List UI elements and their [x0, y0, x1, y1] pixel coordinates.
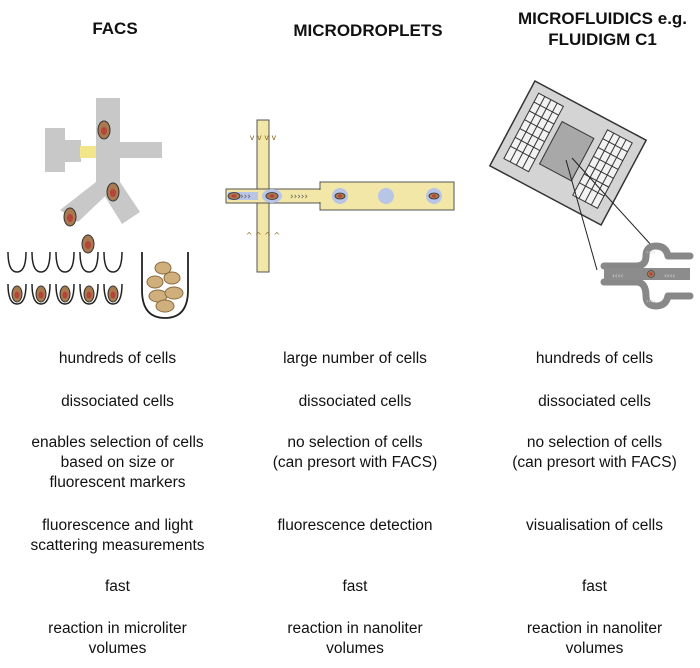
facs-illustration — [7, 98, 189, 319]
well — [79, 251, 99, 273]
flow-arrows-right: ››››› — [290, 192, 308, 202]
detector-arm — [120, 142, 162, 158]
microdroplets-title: MICRODROPLETS — [293, 21, 443, 40]
microfluidics-selection: no selection of cells (can presort with … — [512, 434, 677, 471]
microdroplets-sample-type: dissociated cells — [298, 393, 412, 410]
microdroplets-reaction-volume: reaction in nanoliter volumes — [287, 620, 423, 657]
falling-cell — [81, 234, 95, 254]
methods-illustrations: v v v v ^ ^ ^ ^ ››››› ››› — [7, 80, 694, 319]
microfluidics-speed: fast — [582, 578, 607, 595]
well-with-cell — [31, 283, 51, 305]
facs-speed: fast — [105, 578, 130, 595]
droplet-with-cell — [262, 189, 282, 203]
cell-in-stream — [227, 192, 241, 200]
facs-reaction-volume: reaction in microliter volumes — [48, 620, 187, 657]
capture-arrows-bottom: ‹‹‹‹ — [646, 298, 656, 305]
microfluidics-cell-count: hundreds of cells — [535, 350, 654, 367]
zoom-line — [565, 159, 598, 271]
chip-grid-left — [503, 92, 565, 173]
flow-arrows-up: ^ ^ ^ ^ — [246, 231, 280, 240]
chip-center-chamber — [538, 120, 595, 182]
well-with-cell — [103, 283, 123, 305]
well — [31, 251, 51, 273]
capture-channel — [604, 268, 690, 280]
microdroplets-detection: fluorescence detection — [277, 517, 433, 534]
microfluidics-title: MICROFLUIDICS e.g. FLUIDIGM C1 — [517, 9, 688, 49]
channel-join — [319, 190, 322, 202]
facs-cell-count: hundreds of cells — [58, 350, 177, 367]
sorter-cell — [63, 207, 77, 227]
capture-arrows-left: ‹‹‹‹ — [612, 272, 623, 280]
microfluidics-reaction-volume: reaction in nanoliter volumes — [526, 620, 663, 657]
well-with-cell — [55, 283, 75, 305]
facs-selection: enables selection of cells based on size… — [31, 434, 204, 491]
zoom-line — [571, 157, 653, 247]
well — [7, 251, 27, 273]
droplet-with-cell — [332, 188, 348, 204]
facs-detection: fluorescence and light scattering measur… — [30, 517, 205, 554]
aqueous-stream — [228, 192, 258, 200]
empty-droplet — [378, 188, 394, 204]
microfluidics-sample-type: dissociated cells — [538, 393, 651, 410]
sorter-cell — [97, 120, 111, 140]
inlet-arrows: ››› — [240, 192, 251, 202]
microdroplets-speed: fast — [342, 578, 368, 595]
well — [55, 251, 75, 273]
microdroplets-selection: no selection of cells (can presort with … — [272, 434, 438, 471]
facs-sample-type: dissociated cells — [61, 393, 174, 410]
well — [103, 251, 123, 273]
laser-head — [63, 140, 81, 162]
microfluidics-illustration: ‹‹‹‹ ‹‹‹‹ ‹‹‹‹ ‹‹‹‹ — [488, 80, 694, 310]
facs-title: FACS — [92, 19, 138, 38]
flow-arrows-down: v v v v — [250, 133, 277, 142]
capture-arrows-top: ‹‹‹‹ — [646, 249, 656, 256]
laser-beam — [80, 146, 96, 158]
capture-site — [600, 242, 694, 310]
well-with-cell — [79, 283, 99, 305]
microdroplets-illustration: v v v v ^ ^ ^ ^ ››››› ››› — [225, 119, 455, 273]
capture-arrows-right: ‹‹‹‹ — [664, 272, 675, 280]
microdroplets-cell-count: large number of cells — [283, 350, 427, 367]
laser-block — [45, 128, 65, 172]
flow-tube — [96, 98, 120, 190]
droplet-with-cell — [426, 188, 442, 204]
microfluidics-detection: visualisation of cells — [526, 517, 663, 534]
collection-tube — [141, 252, 189, 319]
sorter-cell — [106, 182, 120, 202]
well-with-cell — [7, 283, 27, 305]
captured-cell — [647, 270, 655, 278]
